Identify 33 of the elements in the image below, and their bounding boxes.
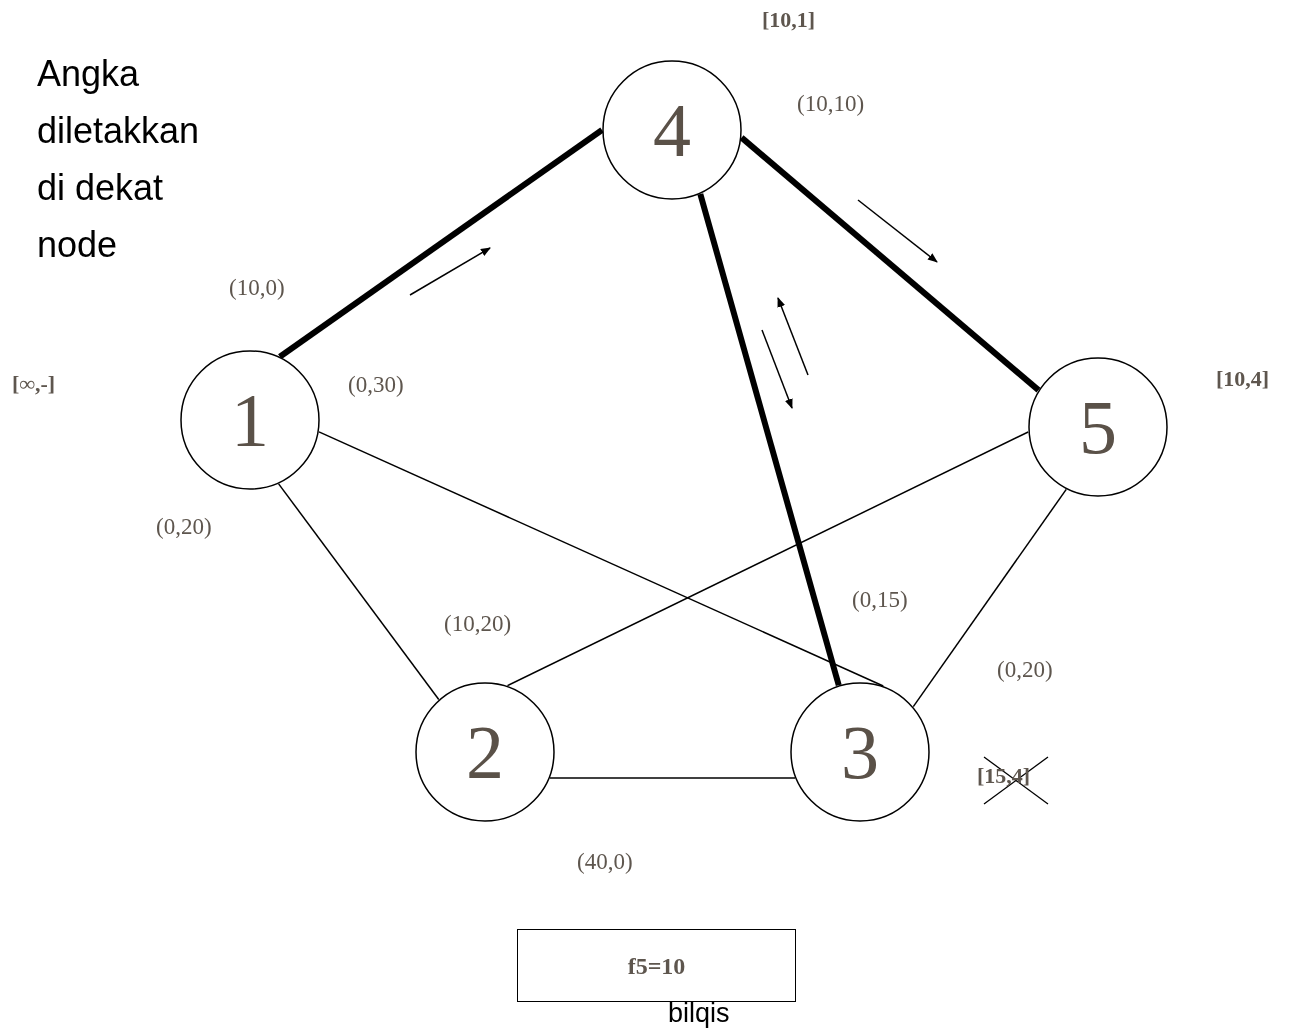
edge-line bbox=[278, 127, 604, 360]
flow-label: (0,20) bbox=[997, 658, 1053, 681]
node-label: [10,1] bbox=[762, 9, 816, 31]
edge-line bbox=[318, 431, 884, 687]
author-name: bilqis bbox=[668, 1000, 730, 1027]
node-label: [∞,-] bbox=[12, 373, 56, 395]
flow-label: (10,0) bbox=[229, 276, 285, 299]
flow-label: (0,20) bbox=[156, 515, 212, 538]
edge-line bbox=[697, 193, 842, 687]
edge-line bbox=[739, 135, 1041, 393]
node-circle bbox=[180, 350, 320, 490]
node-label: [10,4] bbox=[1216, 368, 1270, 390]
node-number: 2 bbox=[465, 714, 505, 790]
result-box bbox=[517, 929, 796, 1002]
edge-line bbox=[506, 431, 1029, 687]
note-text: Angka diletakkan di dekat node bbox=[37, 52, 201, 267]
node-circle bbox=[415, 682, 555, 822]
edge-line bbox=[912, 488, 1067, 708]
node-number: 1 bbox=[230, 382, 270, 458]
node-number: 3 bbox=[840, 714, 880, 790]
flow-label: (40,0) bbox=[577, 850, 633, 873]
result-text: f5=10 bbox=[626, 953, 687, 978]
edge-line bbox=[549, 777, 796, 779]
flow-label: (0,15) bbox=[852, 588, 908, 611]
node-number: 4 bbox=[652, 92, 692, 168]
flow-label: (10,10) bbox=[797, 92, 865, 115]
flow-label: (10,20) bbox=[444, 612, 512, 635]
node-circle bbox=[1028, 357, 1168, 497]
node-circle bbox=[790, 682, 930, 822]
node-number: 5 bbox=[1078, 389, 1118, 465]
flow-label: (0,30) bbox=[348, 373, 404, 396]
node-circle bbox=[602, 60, 742, 200]
edge-line bbox=[277, 483, 440, 701]
